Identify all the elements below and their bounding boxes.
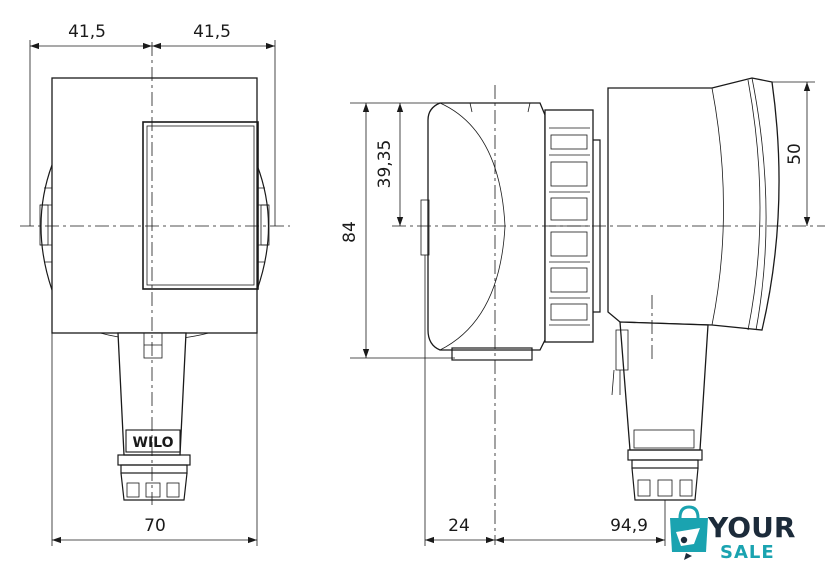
- watermark-word-sale: SALE: [720, 542, 775, 563]
- wilo-logo-text: WILO: [133, 435, 174, 451]
- shopping-bag-icon: [670, 505, 708, 560]
- dim-side-left-depth: 24: [448, 516, 470, 536]
- dim-front-width: 70: [144, 516, 166, 536]
- dim-front-half-right: 41,5: [193, 22, 231, 42]
- dim-side-offset: 39,35: [375, 140, 395, 189]
- side-view: [350, 77, 825, 546]
- front-view: [20, 40, 290, 546]
- dim-front-half-left: 41,5: [68, 22, 106, 42]
- yoursale-watermark: YOUR SALE: [666, 505, 801, 563]
- dim-side-height: 84: [340, 221, 360, 243]
- wilo-logo-plate: [125, 429, 181, 453]
- watermark-word-your: YOUR: [707, 511, 795, 544]
- dim-side-total-depth: 94,9: [610, 516, 648, 536]
- dim-side-top: 50: [785, 143, 805, 165]
